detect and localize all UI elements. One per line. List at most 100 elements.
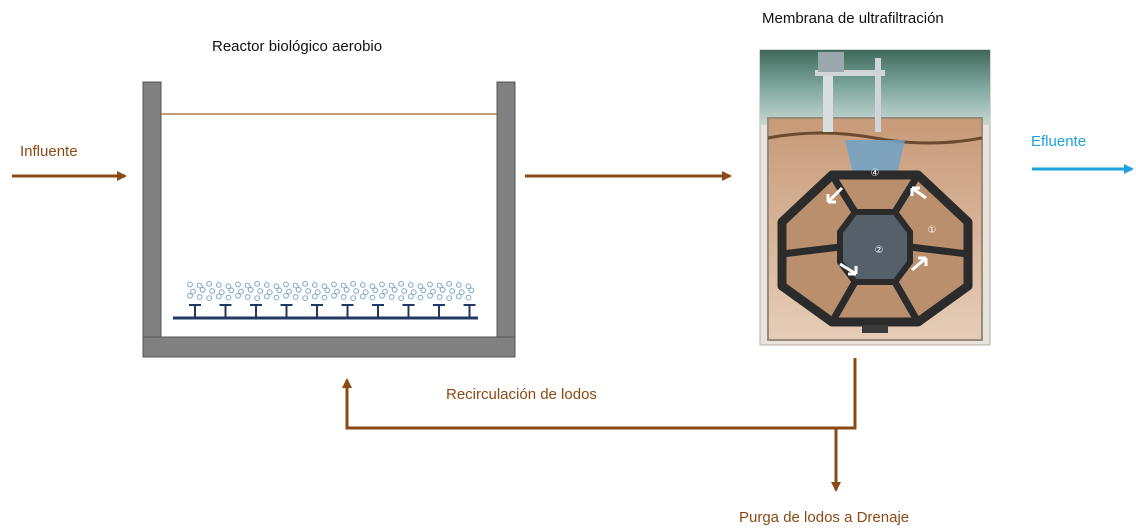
- bubble: [199, 286, 206, 293]
- bubble: [311, 282, 318, 288]
- diffuser-icon: [173, 304, 478, 320]
- bubble: [449, 288, 456, 294]
- bubble: [350, 295, 357, 302]
- effluent-label: Efluente: [1031, 133, 1087, 150]
- bubble: [292, 282, 299, 289]
- bubble: [196, 294, 203, 300]
- bubble: [369, 283, 376, 290]
- bubble: [218, 289, 225, 296]
- bubble: [343, 286, 350, 293]
- bubble: [283, 281, 289, 288]
- bubble: [273, 294, 280, 301]
- bubble: [427, 292, 433, 299]
- bubble: [340, 294, 347, 300]
- bubble: [436, 282, 443, 289]
- bubble: [286, 288, 292, 295]
- bubble: [238, 288, 244, 295]
- bubble: [417, 283, 424, 290]
- bubble: [196, 282, 203, 289]
- bubble: [305, 288, 312, 294]
- bubble: [225, 283, 232, 290]
- bubble: [446, 295, 453, 302]
- bubble: [257, 288, 264, 294]
- bubble: [455, 282, 462, 288]
- bubble: [263, 282, 270, 288]
- bubble: [350, 280, 357, 287]
- bubble: [334, 288, 340, 295]
- bubble: [407, 293, 414, 300]
- bubble: [302, 280, 309, 287]
- bubble: [369, 294, 376, 301]
- bubble: [244, 282, 251, 289]
- bubble: [254, 295, 261, 302]
- bubble: [468, 287, 475, 294]
- bubble: [430, 288, 436, 295]
- bubble: [455, 293, 462, 300]
- bubble: [388, 282, 395, 289]
- bubble: [225, 294, 232, 301]
- bubble: [362, 289, 369, 296]
- marker-2: ②: [875, 245, 884, 256]
- membrane-module-icon: [759, 49, 991, 346]
- bubble: [359, 293, 366, 300]
- bubble: [427, 281, 433, 288]
- bubble: [465, 283, 472, 290]
- reactor-title: Reactor biológico aerobio: [212, 38, 383, 55]
- bubble: [324, 287, 331, 294]
- bubble: [190, 288, 196, 295]
- bubble: [209, 288, 216, 294]
- bubble: [353, 288, 360, 294]
- membrane-title: Membrana de ultrafiltración: [762, 10, 944, 27]
- bubble: [420, 287, 427, 294]
- bubble: [244, 294, 251, 300]
- bubble: [446, 280, 453, 287]
- bubble: [295, 286, 302, 293]
- bubble: [465, 294, 472, 301]
- bubble: [382, 288, 388, 295]
- bubble: [439, 286, 446, 293]
- bubble: [254, 280, 261, 287]
- bubble: [331, 281, 337, 288]
- bubble: [331, 292, 337, 299]
- bubble: [321, 283, 328, 290]
- bubble: [263, 293, 270, 300]
- bubble: [398, 280, 405, 287]
- reactor-tank: [142, 81, 516, 358]
- air-bubbles-icon: [187, 280, 475, 302]
- bubble: [206, 280, 213, 287]
- bubble: [398, 295, 405, 302]
- recirculation-line: [342, 358, 857, 430]
- bubble: [302, 295, 309, 302]
- bubble: [407, 282, 414, 288]
- bubble: [228, 287, 235, 294]
- bubble: [283, 292, 289, 299]
- bubble: [314, 289, 321, 296]
- bubble: [359, 282, 366, 288]
- marker-1: ①: [928, 225, 937, 236]
- bubble: [458, 289, 465, 296]
- bubble: [247, 286, 254, 293]
- bubble: [276, 287, 283, 294]
- bubble: [206, 295, 213, 302]
- purge-label: Purga de lodos a Drenaje: [739, 509, 910, 526]
- bubble: [235, 292, 241, 299]
- bubble: [311, 293, 318, 300]
- bubble: [340, 282, 347, 289]
- bubble: [215, 282, 222, 288]
- bubble: [215, 293, 222, 300]
- bubble: [292, 294, 299, 300]
- bubble: [273, 283, 280, 290]
- bubble: [417, 294, 424, 301]
- bubble: [187, 281, 193, 288]
- bubble: [401, 288, 408, 294]
- bubble: [372, 287, 379, 294]
- marker-4: ④: [871, 168, 880, 179]
- bubble: [235, 281, 241, 288]
- bubble: [436, 294, 443, 300]
- bubble: [410, 289, 417, 296]
- bubble: [391, 286, 398, 293]
- bubble: [388, 294, 395, 300]
- bubble: [187, 292, 193, 299]
- bubble: [379, 292, 385, 299]
